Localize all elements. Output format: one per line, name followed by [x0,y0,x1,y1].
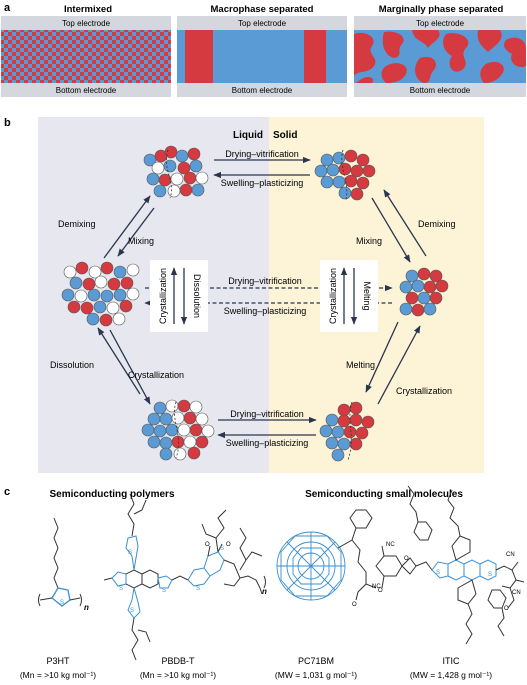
pc71bm-mass: (MW = 1,031 g mol⁻¹) [275,670,357,680]
top-electrode-2 [177,16,347,30]
bottom-electrode-label-3: Bottom electrode [410,86,471,95]
top-electrode-label-2: Top electrode [238,19,287,28]
mixing-left: Mixing [128,236,154,246]
pbdbt-o1: O [205,542,210,548]
box-crystallization-left: Crystallization [158,268,168,324]
p3ht-n: n [84,603,89,612]
cluster-top-right [314,149,376,201]
crystallization-right: Crystallization [396,386,452,396]
liquid-label: Liquid [233,130,263,141]
crystallization-left: Crystallization [128,370,184,380]
cluster-mid-right [399,267,449,317]
marginal-title: Marginally phase separated [379,4,504,15]
drying-label-1: Drying–vitrification [225,149,299,159]
solid-transition-box [320,260,378,332]
top-electrode-label-3: Top electrode [416,19,465,28]
box-dissolution: Dissolution [192,274,202,318]
macrophase-title: Macrophase separated [211,4,314,15]
cluster-mid-left [61,261,140,327]
pbdbt-o2: O [226,542,231,548]
itic-nc-left2: NC [372,584,381,590]
intermixed-layer [1,30,171,83]
row3-arrows [217,416,317,439]
panel-b-label: b [4,117,11,129]
polymers-title: Semiconducting polymers [49,489,174,500]
pbdbt-s4: S [162,588,166,594]
melting-right: Melting [346,360,375,370]
intermixed-title: Intermixed [64,4,112,15]
pbdbt-s3: S [130,608,134,614]
bottom-electrode-label-1: Bottom electrode [56,86,117,95]
box-melting: Melting [362,281,372,310]
bottom-electrode-2 [177,83,347,97]
macrophase-cell: Macrophase separated Top electrode Botto… [177,4,347,97]
pbdbt-s2: S [128,550,132,556]
small-molecules-title: Semiconducting small molecules [305,489,463,500]
itic-cn-right2: CN [512,590,521,596]
red-domains [354,30,526,83]
panel-c-label: c [4,486,10,498]
top-electrode-3 [354,16,526,30]
pbdbt-name: PBDB-T [161,656,195,666]
drying-label-3: Drying–vitrification [230,409,304,419]
itic-name: ITIC [443,656,460,666]
p3ht-mass: (Mn = >10 kg mol⁻¹) [20,670,96,680]
top-electrode-1 [1,16,171,30]
right-diagonals [365,189,427,405]
pbdbt-structure [103,493,266,661]
itic-o2: O [504,606,509,612]
red-domain-left [185,30,213,83]
row1-arrows [213,156,311,179]
pbdbt-s5: S [196,586,200,592]
pc71bm-sidechain [337,509,377,601]
p3ht-s: S [60,600,64,606]
pc71bm-structure [276,531,346,601]
marginal-cell: Marginally phase separated Top electrode… [354,4,526,97]
solid-label: Solid [273,130,297,141]
itic-structure [375,485,525,645]
demixing-left: Demixing [58,219,96,229]
swelling-label-2: Swelling–plasticizing [224,306,307,316]
drying-label-2: Drying–vitrification [228,276,302,286]
pbdbt-s6: S [220,546,224,552]
p3ht-structure [38,517,82,607]
box-arrows [170,267,358,325]
pbdbt-s1: S [119,586,123,592]
itic-cn-right: CN [506,552,515,558]
liquid-transition-box [150,260,208,332]
pc71bm-o2: O [378,588,383,594]
swelling-label-3: Swelling–plasticizing [226,438,309,448]
red-domain-right [304,30,326,83]
pbdbt-n: n [262,587,267,596]
itic-nc-left: NC [386,542,395,548]
itic-o1: O [404,556,409,562]
left-diagonals [97,195,155,405]
itic-s2: S [488,572,492,578]
dissolution-left: Dissolution [50,360,94,370]
cluster-bottom-left [141,399,215,461]
box-crystallization-right: Crystallization [328,268,338,324]
cluster-top-left [143,145,209,199]
bottom-electrode-1 [1,83,171,97]
pc71bm-o1: O [352,602,357,608]
demixing-right: Demixing [418,219,456,229]
panel-a-label: a [4,2,11,14]
itic-s1: S [436,570,440,576]
intermixed-cell: Intermixed Top electrode Bottom electrod… [1,4,171,97]
cluster-bottom-right [319,401,375,462]
pc71bm-name: PC71BM [298,656,334,666]
bottom-electrode-label-2: Bottom electrode [232,86,293,95]
top-electrode-label-1: Top electrode [62,19,111,28]
pbdbt-mass: (Mn = >10 kg mol⁻¹) [140,670,216,680]
mixing-right: Mixing [356,236,382,246]
itic-mass: (MW = 1,428 g mol⁻¹) [410,670,492,680]
swelling-label-1: Swelling–plasticizing [221,178,304,188]
p3ht-name: P3HT [46,656,70,666]
bottom-electrode-3 [354,83,526,97]
